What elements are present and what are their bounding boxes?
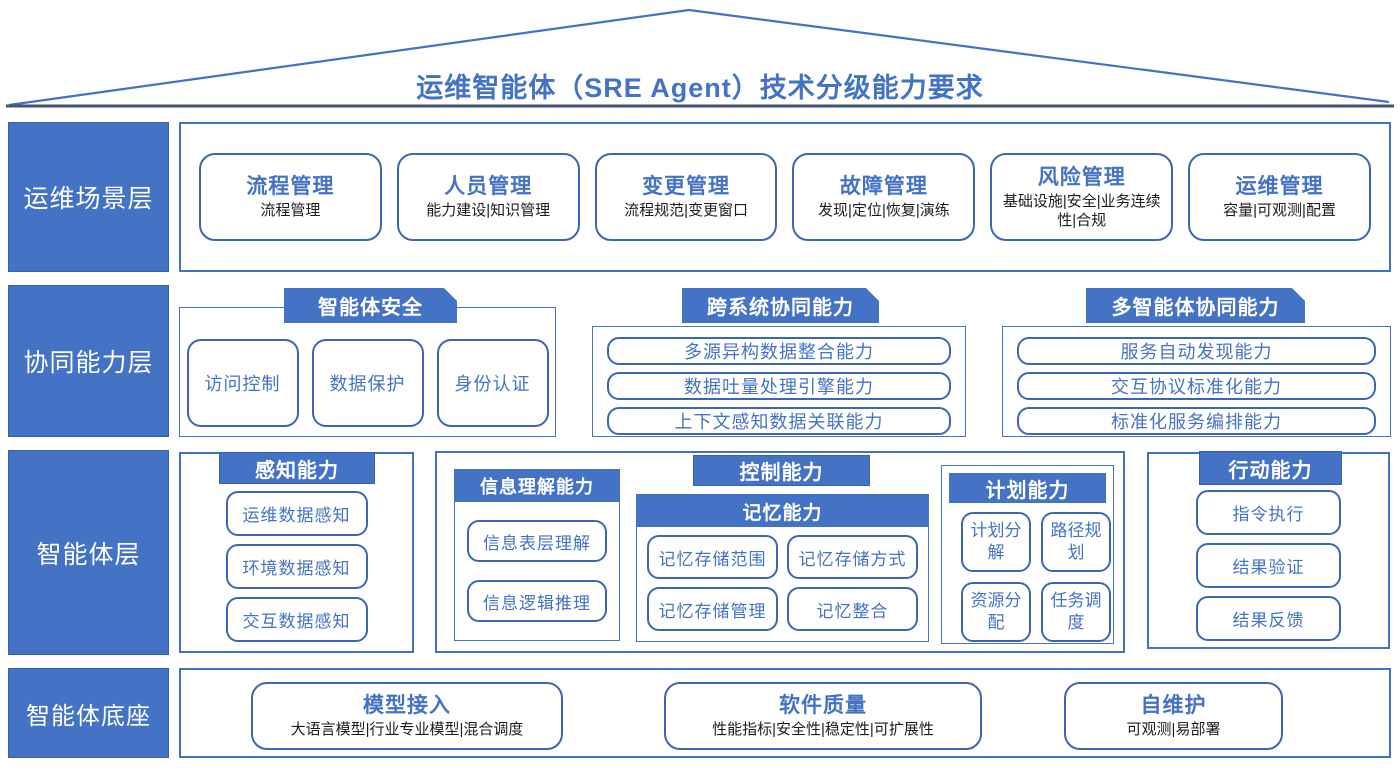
action-item: 指令执行 — [1196, 490, 1341, 535]
layer-label-collab: 协同能力层 — [8, 285, 169, 437]
group-header-memory: 记忆能力 — [637, 495, 928, 527]
card-subtitle: 能力建设|知识管理 — [426, 202, 551, 220]
action-item: 结果反馈 — [1196, 596, 1341, 641]
memory-item: 记忆整合 — [787, 587, 918, 631]
memory-item: 记忆存储范围 — [647, 535, 778, 579]
memory-item: 记忆存储方式 — [787, 535, 918, 579]
base-card-self-maintenance: 自维护 可观测|易部署 — [1064, 682, 1283, 750]
perception-item: 运维数据感知 — [225, 491, 368, 536]
group-cognition-container: 信息理解能力 信息表层理解 信息逻辑推理 控制能力 记忆能力 记忆存储范围 记忆… — [435, 451, 1125, 653]
group-cross-system: 跨系统协同能力 多源异构数据整合能力 数据吐量处理引擎能力 上下文感知数据关联能… — [592, 326, 966, 437]
scene-card-personnel: 人员管理 能力建设|知识管理 — [396, 153, 580, 241]
group-perception: 感知能力 运维数据感知 环境数据感知 交互数据感知 — [179, 452, 414, 653]
group-header-perception: 感知能力 — [219, 452, 375, 484]
base-layer-panel: 模型接入 大语言模型|行业专业模型|混合调度 软件质量 性能指标|安全性|稳定性… — [179, 668, 1391, 758]
base-card-software-quality: 软件质量 性能指标|安全性|稳定性|可扩展性 — [664, 682, 982, 750]
card-title: 人员管理 — [444, 174, 533, 198]
security-item: 身份认证 — [436, 339, 549, 427]
group-planning: 计划能力 计划分解 路径规划 资源分配 任务调度 — [941, 465, 1114, 644]
card-subtitle: 可观测|易部署 — [1126, 721, 1221, 739]
scene-card-process: 流程管理 流程管理 — [199, 153, 382, 241]
action-item: 结果验证 — [1196, 543, 1341, 588]
group-header-action: 行动能力 — [1199, 451, 1342, 485]
card-subtitle: 发现|定位|恢复|演练 — [818, 202, 950, 220]
scene-card-ops: 运维管理 容量|可观测|配置 — [1188, 153, 1371, 241]
card-subtitle: 流程规范|变更窗口 — [624, 202, 749, 220]
security-item: 访问控制 — [186, 339, 299, 427]
card-subtitle: 大语言模型|行业专业模型|混合调度 — [290, 721, 524, 739]
scene-card-incident: 故障管理 发现|定位|恢复|演练 — [792, 153, 976, 241]
card-subtitle: 基础设施|安全|业务连续性|合规 — [1002, 192, 1161, 229]
group-multi-agent: 多智能体协同能力 服务自动发现能力 交互协议标准化能力 标准化服务编排能力 — [1002, 326, 1391, 437]
security-item: 数据保护 — [311, 339, 424, 427]
memory-item: 记忆存储管理 — [647, 587, 778, 631]
multi-agent-item: 交互协议标准化能力 — [1017, 372, 1376, 400]
cross-system-item: 上下文感知数据关联能力 — [607, 407, 951, 435]
perception-item: 环境数据感知 — [225, 544, 368, 589]
planning-item: 资源分配 — [961, 582, 1031, 642]
card-title: 模型接入 — [363, 693, 451, 717]
layer-label-scene: 运维场景层 — [8, 122, 169, 272]
planning-item: 路径规划 — [1041, 512, 1111, 572]
diagram-title: 运维智能体（SRE Agent）技术分级能力要求 — [416, 73, 984, 103]
roof-outline — [6, 8, 1394, 108]
multi-agent-item: 标准化服务编排能力 — [1017, 407, 1376, 435]
base-card-model-access: 模型接入 大语言模型|行业专业模型|混合调度 — [251, 682, 563, 750]
understanding-item: 信息逻辑推理 — [467, 580, 607, 622]
perception-item: 交互数据感知 — [225, 597, 368, 642]
layer-label-agent: 智能体层 — [8, 450, 169, 655]
card-title: 软件质量 — [779, 693, 867, 717]
group-header-agent-security: 智能体安全 — [284, 288, 457, 323]
card-subtitle: 流程管理 — [260, 202, 321, 220]
card-title: 变更管理 — [642, 174, 731, 198]
group-header-planning: 计划能力 — [949, 473, 1106, 503]
scene-card-risk: 风险管理 基础设施|安全|业务连续性|合规 — [990, 153, 1174, 241]
planning-item: 任务调度 — [1041, 582, 1111, 642]
understanding-item: 信息表层理解 — [467, 520, 607, 562]
card-title: 风险管理 — [1037, 165, 1126, 189]
card-title: 故障管理 — [839, 174, 928, 198]
group-agent-security: 智能体安全 访问控制 数据保护 身份认证 — [179, 307, 556, 437]
planning-item: 计划分解 — [961, 512, 1031, 572]
cross-system-item: 多源异构数据整合能力 — [607, 337, 951, 365]
group-action: 行动能力 指令执行 结果验证 结果反馈 — [1147, 451, 1390, 649]
scene-card-change: 变更管理 流程规范|变更窗口 — [594, 153, 778, 241]
group-header-cross-system: 跨系统协同能力 — [682, 288, 879, 323]
card-subtitle: 性能指标|安全性|稳定性|可扩展性 — [712, 721, 934, 739]
card-title: 流程管理 — [246, 174, 335, 198]
multi-agent-item: 服务自动发现能力 — [1017, 337, 1376, 365]
group-header-control: 控制能力 — [693, 455, 870, 486]
layer-label-base: 智能体底座 — [8, 668, 169, 758]
scene-layer-panel: 流程管理 流程管理 人员管理 能力建设|知识管理 变更管理 流程规范|变更窗口 … — [179, 122, 1391, 272]
card-subtitle: 容量|可观测|配置 — [1223, 202, 1336, 220]
group-memory: 记忆能力 记忆存储范围 记忆存储方式 记忆存储管理 记忆整合 — [636, 494, 929, 642]
card-title: 运维管理 — [1235, 174, 1324, 198]
group-header-understanding: 信息理解能力 — [455, 470, 619, 502]
cross-system-item: 数据吐量处理引擎能力 — [607, 372, 951, 400]
group-understanding: 信息理解能力 信息表层理解 信息逻辑推理 — [454, 469, 620, 641]
card-title: 自维护 — [1140, 693, 1207, 717]
group-header-multi-agent: 多智能体协同能力 — [1086, 288, 1305, 323]
